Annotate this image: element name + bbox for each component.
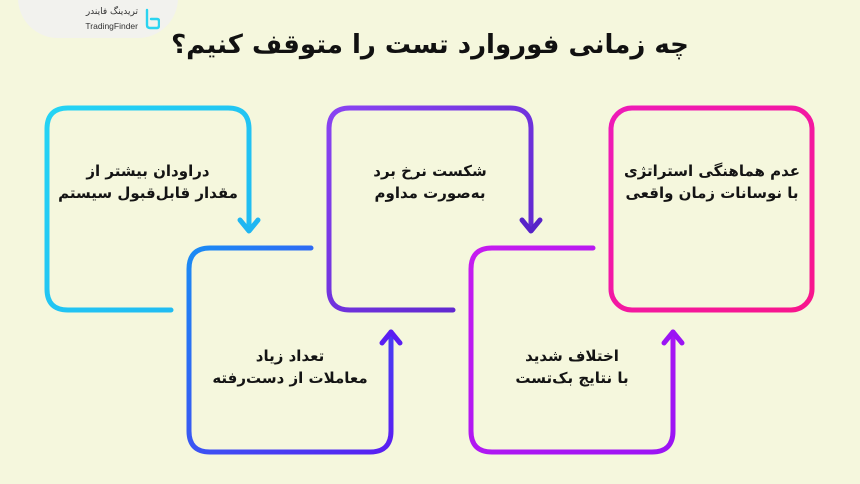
step-3-line-1: شکست نرخ برد [373, 162, 487, 180]
brand-logo: تریدینگ فایندر TradingFinder [70, 4, 160, 36]
step-1-line-1: عدم هماهنگی استراتژی [623, 162, 801, 180]
step-text-2: اختلاف شدید با نتایج بک‌تست [477, 345, 667, 389]
step-text-3: شکست نرخ برد به‌صورت مداوم [335, 160, 525, 204]
step-text-1: عدم هماهنگی استراتژی با نوسانات زمان واق… [615, 160, 809, 204]
arrow-up-icon [379, 329, 403, 346]
arrow-up-icon [661, 329, 685, 346]
step-2-line-1: اختلاف شدید [525, 347, 619, 365]
step-4-line-2: معاملات از دست‌رفته [212, 369, 368, 387]
step-box-2 [468, 245, 685, 455]
step-2-line-2: با نتایج بک‌تست [515, 369, 629, 387]
arrow-down-icon [519, 217, 543, 234]
page-title: چه زمانی فوروارد تست را متوقف کنیم؟ [171, 30, 689, 60]
step-text-4: تعداد زیاد معاملات از دست‌رفته [195, 345, 385, 389]
step-box-5 [44, 105, 261, 313]
step-box-3 [326, 105, 543, 313]
step-text-5: دراودان بیشتر از مقدار قابل‌قبول سیستم [40, 160, 256, 204]
step-box-1 [608, 105, 815, 313]
step-box-4 [186, 245, 403, 455]
step-5-line-1: دراودان بیشتر از [86, 162, 210, 180]
step-5-line-2: مقدار قابل‌قبول سیستم [58, 184, 238, 202]
step-4-line-1: تعداد زیاد [255, 347, 325, 365]
step-3-line-2: به‌صورت مداوم [374, 184, 486, 202]
arrow-down-icon [237, 217, 261, 234]
brand-name-en: TradingFinder [85, 21, 138, 31]
step-1-line-2: با نوسانات زمان واقعی [625, 184, 799, 202]
tradingfinder-logo-icon [145, 8, 160, 30]
brand-name-fa: تریدینگ فایندر [85, 7, 138, 17]
